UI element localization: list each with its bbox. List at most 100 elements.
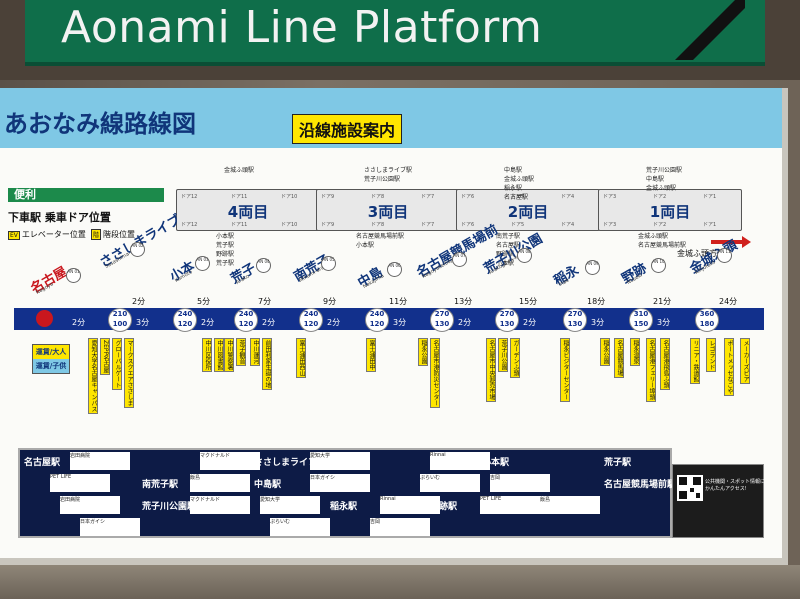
facility-directory: 名古屋駅ささしまライブ駅小本駅荒子駅南荒子駅中島駅名古屋競馬場前駅荒子川公園駅稲…	[18, 448, 676, 538]
directory-ad-cell: 飯島	[190, 474, 250, 492]
door-number-top: ドア6	[461, 194, 475, 200]
door-number-bottom: ドア12	[181, 222, 198, 228]
stairs-icon: 階	[91, 229, 102, 240]
sign-arrow-icon	[675, 0, 745, 60]
fare-child: 120	[369, 320, 385, 328]
segment-time: 3分	[657, 318, 671, 327]
directory-ad-cell: Rinnai	[380, 496, 440, 514]
fare-adult: 240	[303, 310, 319, 318]
directory-ad-cell: ぷらいむ	[420, 474, 480, 492]
segment-time: 3分	[393, 318, 407, 327]
stairs-legend: 階段位置	[103, 230, 136, 239]
facility-label: 富士浦田中	[366, 338, 376, 372]
car-bottom-note: 名古屋駅	[496, 242, 521, 249]
directory-ad-cell: 岩田病院	[60, 496, 120, 514]
fare-adult: 270	[434, 310, 450, 318]
door-number-bottom: ドア10	[281, 222, 298, 228]
directory-station: 荒子川公園駅	[142, 502, 197, 512]
fare-child: 150	[633, 320, 649, 328]
car-bottom-note: 名古屋競馬場前駅	[356, 233, 405, 240]
door-number-top: ドア10	[281, 194, 298, 200]
station-code: AN 02	[130, 242, 145, 257]
car-bottom-note: 小本駅	[216, 233, 235, 240]
door-number-bottom: ドア8	[371, 222, 385, 228]
directory-ad-cell: 愛知大学	[310, 452, 370, 470]
facility-label: 中川警察署	[224, 338, 234, 372]
station-code: AN 11	[717, 248, 732, 263]
door-number-top: ドア7	[421, 194, 435, 200]
segment-time: 2分	[201, 318, 215, 327]
elevator-icon: EV	[8, 231, 20, 240]
fare-adult: 240	[177, 310, 193, 318]
car-bottom-note: 名古屋競馬場前駅	[638, 242, 687, 249]
train-car-label: 3両目	[367, 203, 409, 221]
facility-guide-title: 沿線施設案内	[292, 114, 403, 144]
car-top-notes: ささしまライブ駅荒子川公園駅	[364, 166, 412, 184]
door-number-top: ドア9	[321, 194, 335, 200]
door-number-bottom: ドア5	[511, 222, 525, 228]
train-car-label: 1両目	[649, 203, 691, 221]
cumulative-time: 21分	[653, 297, 672, 306]
fare-child: 180	[699, 320, 715, 328]
directory-station: 野跡駅	[430, 502, 458, 512]
cumulative-time: 18分	[587, 297, 606, 306]
car-bottom-note: 小本駅	[496, 260, 515, 267]
car-bottom-note: 南荒子駅	[496, 233, 521, 240]
station-name: 名古屋	[28, 264, 70, 297]
station-code: AN 01	[66, 268, 81, 283]
car-top-note: 金城ふ頭駅	[224, 167, 255, 174]
directory-ad-cell: ぷらいむ	[270, 518, 330, 536]
station-code: AN 07	[452, 252, 467, 267]
door-number-top: ドア4	[561, 194, 575, 200]
facility-label: ポートメッセなごや	[724, 338, 734, 396]
fare-child: 100	[112, 320, 128, 328]
fare-key-adult: 運賃/大人	[33, 345, 69, 359]
directory-ad-cell: 吉岡	[370, 518, 430, 536]
car-top-note: 中島駅	[504, 167, 523, 174]
platform-sign-title: Aonami Line Platform	[61, 2, 543, 53]
route-map-title: あおなみ線路線図	[4, 110, 196, 138]
car-top-note: 荒子川公園駅	[364, 176, 401, 183]
segment-time: 2分	[72, 318, 86, 327]
directory-ad-cell: 岩田病院	[70, 452, 130, 470]
station-code: AN 05	[321, 256, 336, 271]
door-number-top: ドア11	[231, 194, 248, 200]
fare-key: 運賃/大人 運賃/子供	[32, 344, 70, 374]
directory-station: 南荒子駅	[142, 480, 179, 490]
fare-child: 120	[303, 320, 319, 328]
facility-label: 名古屋港飛島ふ頭	[660, 338, 670, 390]
directory-ad-cell: PET LIFE	[480, 496, 540, 514]
car-top-note: 中島駅	[646, 176, 665, 183]
door-number-bottom: ドア1	[703, 222, 717, 228]
car-top-notes: 中島駅金城ふ頭駅稲永駅名古屋駅	[504, 166, 534, 202]
directory-ad-cell: 日本ガイシ	[80, 518, 140, 536]
station-code: AN 03	[195, 256, 210, 271]
directory-station: 中島駅	[254, 480, 282, 490]
directory-ad-cell: PET LIFE	[50, 474, 110, 492]
door-number-bottom: ドア7	[421, 222, 435, 228]
cumulative-time: 7分	[258, 297, 272, 306]
facility-label: 稲永温泉	[630, 338, 640, 366]
qr-ad-line-2: かんたんアクセス!	[705, 486, 747, 492]
door-position-title: 下車駅 乗車ドア位置	[8, 211, 111, 224]
directory-station: 名古屋駅	[24, 458, 61, 468]
qr-ad-panel: 公共機関・スポット情報に かんたんアクセス!	[672, 464, 766, 538]
directory-station: 名古屋競馬場前駅	[604, 480, 677, 490]
car-bottom-note: 野跡駅	[216, 251, 235, 258]
qr-ad-line-1: 公共機関・スポット情報に	[705, 479, 766, 485]
facility-label: 名古屋市港防災センター	[430, 338, 440, 408]
facility-label: 中川図書館	[214, 338, 224, 372]
facility-label: 愛知大学名古屋キャンパス	[88, 338, 98, 414]
fare-adult: 360	[699, 310, 715, 318]
station-code: AN 08	[517, 248, 532, 263]
directory-ad-cell: 日本ガイシ	[310, 474, 370, 492]
directory-station: 稲永駅	[330, 502, 358, 512]
